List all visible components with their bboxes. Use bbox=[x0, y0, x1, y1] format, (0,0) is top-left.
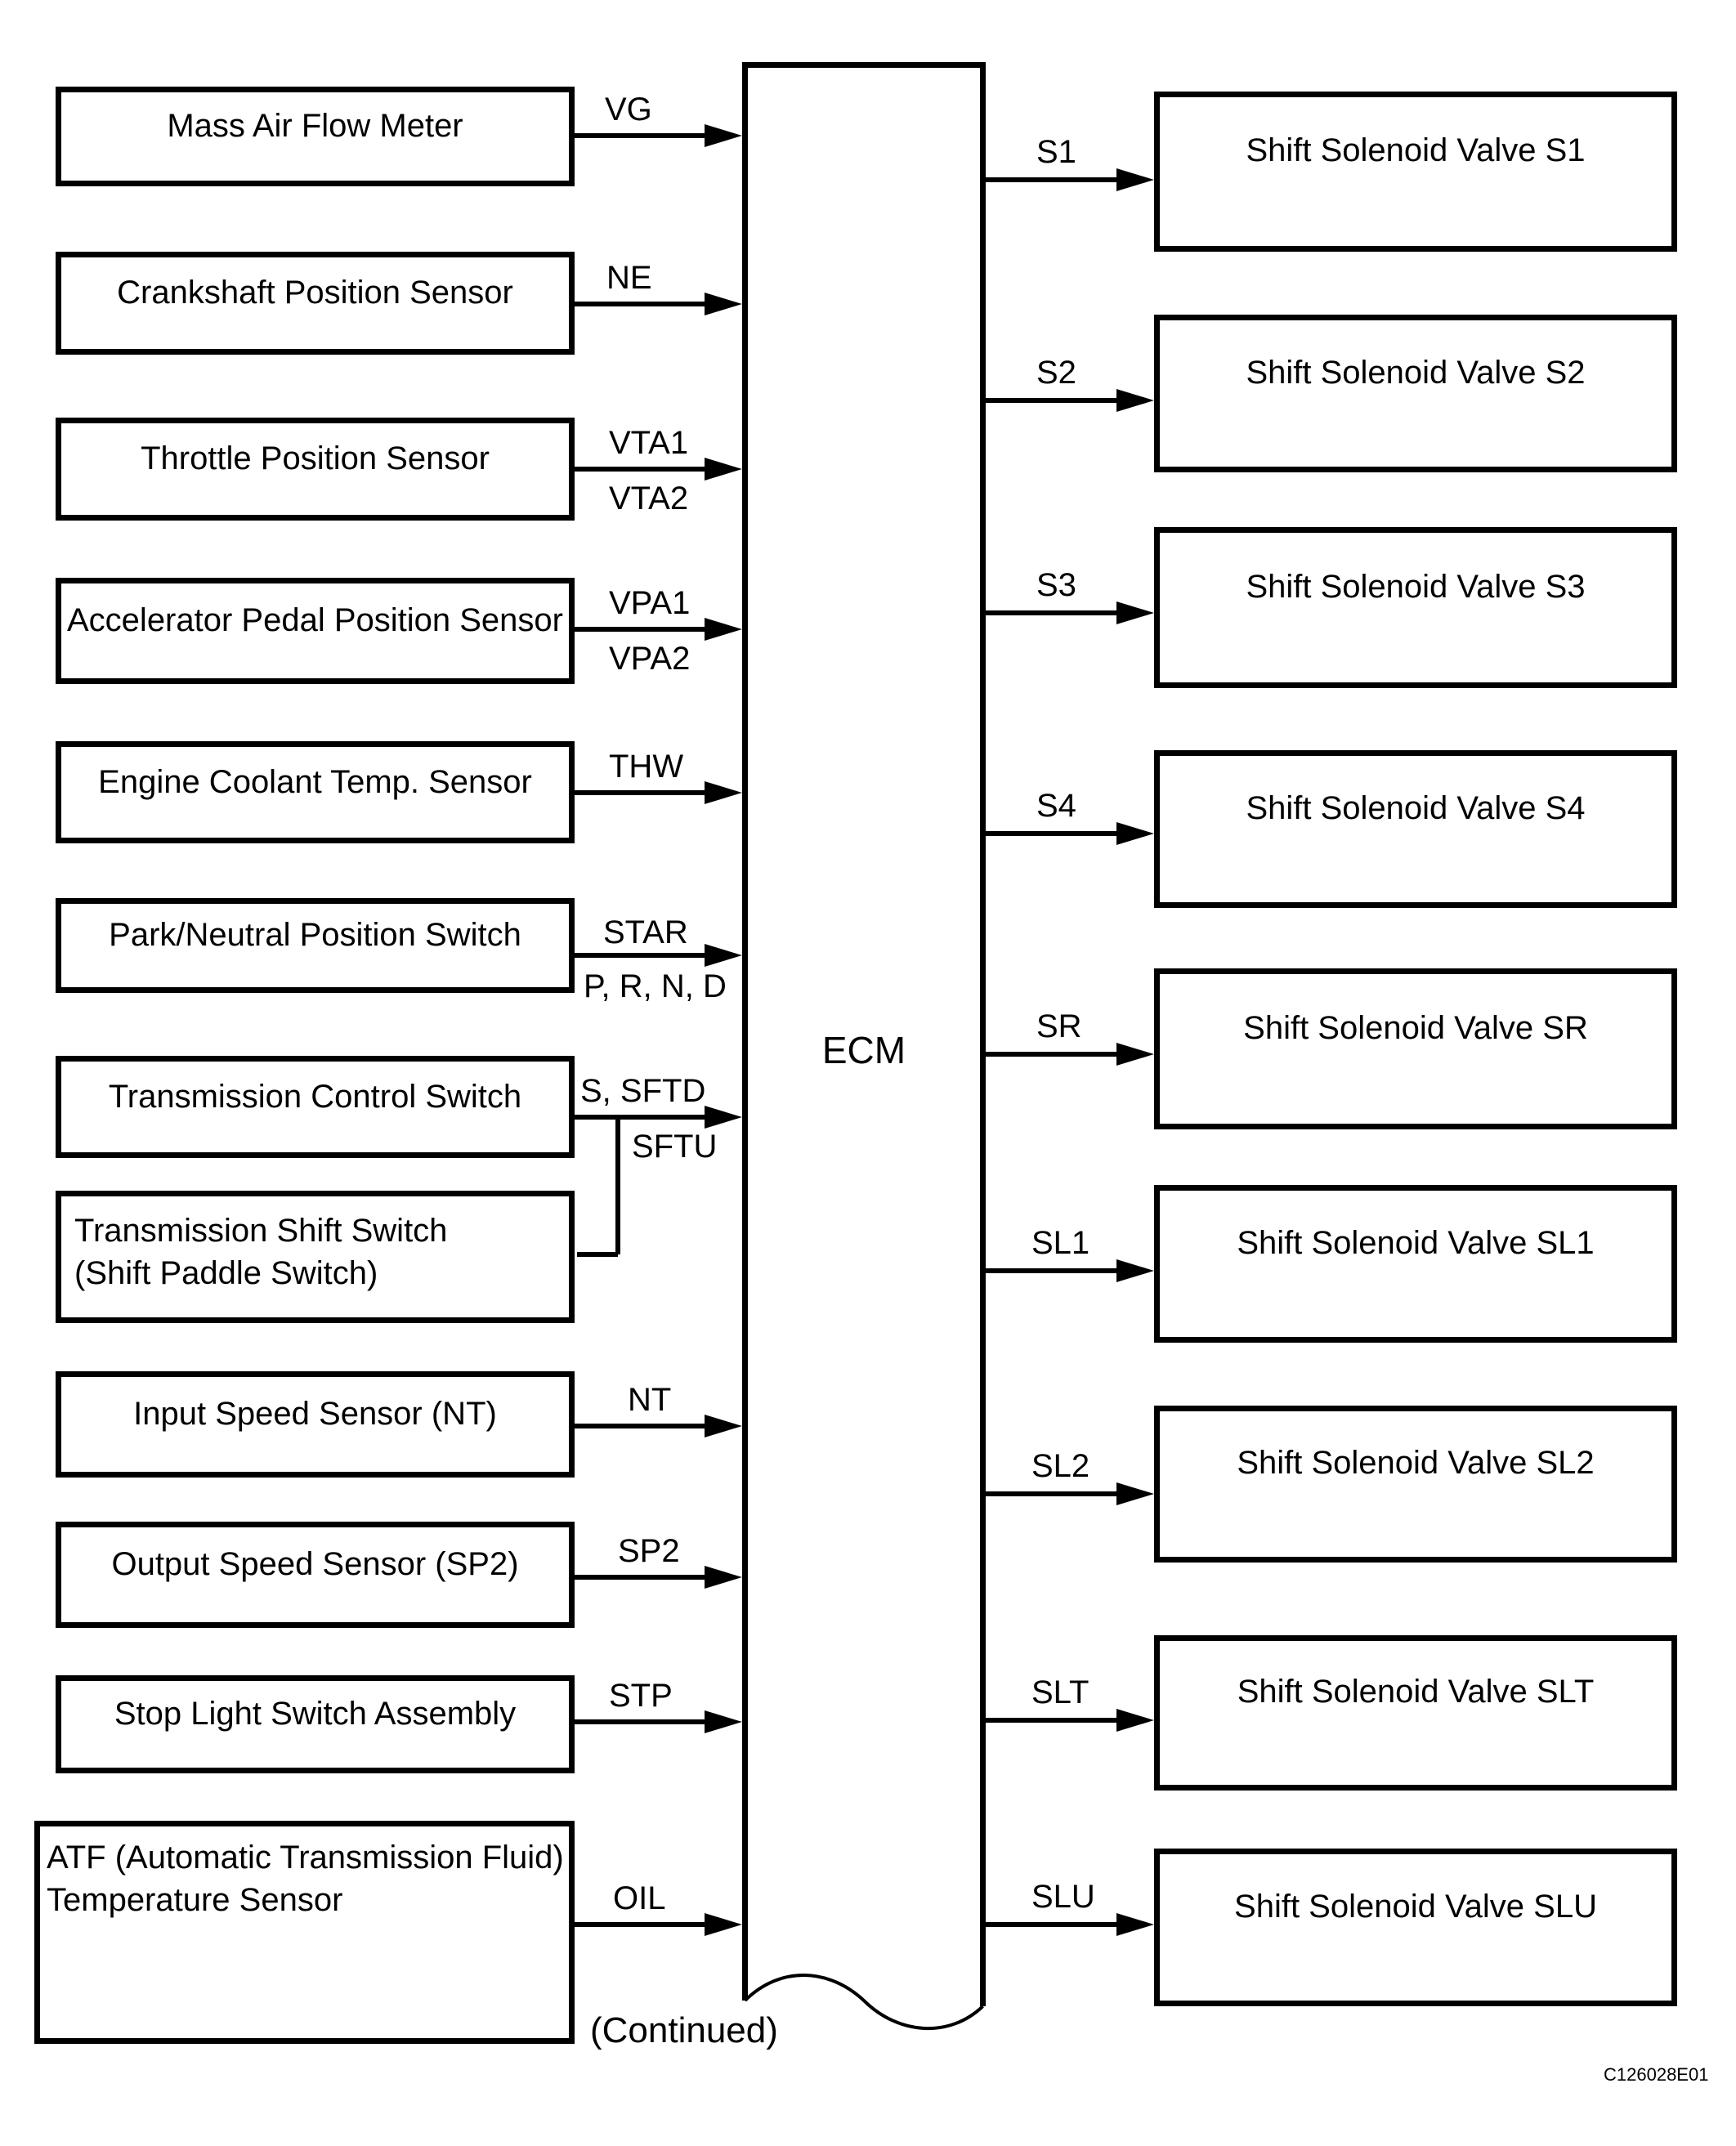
signal-label-s1: S1 bbox=[1036, 134, 1076, 170]
box-label-line1: Transmission Shift Switch bbox=[74, 1213, 448, 1249]
signal-label-nt: NT bbox=[628, 1382, 672, 1418]
signal-label-sftu: SFTU bbox=[632, 1129, 718, 1165]
output-box-sl1: Shift Solenoid Valve SL1 bbox=[1154, 1185, 1677, 1343]
wire-thw bbox=[575, 781, 742, 804]
input-box-engine-coolant-temp-sensor: Engine Coolant Temp. Sensor bbox=[56, 741, 575, 843]
input-box-input-speed-sensor: Input Speed Sensor (NT) bbox=[56, 1371, 575, 1478]
input-box-stop-light-switch-assembly: Stop Light Switch Assembly bbox=[56, 1675, 575, 1773]
input-box-output-speed-sensor: Output Speed Sensor (SP2) bbox=[56, 1522, 575, 1628]
box-label-line1: ATF (Automatic Transmission Fluid) bbox=[47, 1840, 564, 1876]
wire-nt bbox=[575, 1415, 742, 1437]
wire-s-sftd bbox=[575, 1106, 742, 1129]
output-box-slu: Shift Solenoid Valve SLU bbox=[1154, 1849, 1677, 2006]
output-box-sr: Shift Solenoid Valve SR bbox=[1154, 968, 1677, 1129]
signal-label-vg: VG bbox=[605, 92, 652, 127]
output-box-slt: Shift Solenoid Valve SLT bbox=[1154, 1635, 1677, 1791]
input-box-throttle-position-sensor: Throttle Position Sensor bbox=[56, 418, 575, 521]
box-label-line2: Temperature Sensor bbox=[47, 1882, 343, 1918]
wire-stp bbox=[575, 1710, 742, 1733]
signal-label-vta2: VTA2 bbox=[609, 481, 689, 516]
wire-slu bbox=[986, 1913, 1154, 1936]
figure-code: C126028E01 bbox=[1604, 2064, 1709, 2085]
signal-label-stp: STP bbox=[609, 1678, 673, 1714]
signal-label-s2: S2 bbox=[1036, 355, 1076, 391]
wire-star bbox=[575, 944, 742, 967]
input-box-mass-air-flow-meter: Mass Air Flow Meter bbox=[56, 87, 575, 186]
output-box-sl2: Shift Solenoid Valve SL2 bbox=[1154, 1406, 1677, 1563]
signal-label-sl1: SL1 bbox=[1031, 1225, 1090, 1261]
wire-sl1 bbox=[986, 1259, 1154, 1282]
input-box-park-neutral-position-switch: Park/Neutral Position Switch bbox=[56, 898, 575, 993]
input-box-atf-temperature-sensor: ATF (Automatic Transmission Fluid) Tempe… bbox=[34, 1821, 575, 2044]
wire-oil bbox=[575, 1913, 742, 1936]
signal-label-sl2: SL2 bbox=[1031, 1448, 1090, 1484]
input-box-transmission-control-switch: Transmission Control Switch bbox=[56, 1056, 575, 1158]
signal-label-prnd: P, R, N, D bbox=[584, 968, 727, 1004]
output-box-s3: Shift Solenoid Valve S3 bbox=[1154, 527, 1677, 688]
wire-s3 bbox=[986, 601, 1154, 624]
input-box-transmission-shift-switch: Transmission Shift Switch (Shift Paddle … bbox=[56, 1191, 575, 1323]
signal-label-oil: OIL bbox=[613, 1880, 666, 1916]
wire-sr bbox=[986, 1043, 1154, 1066]
ecm-outline bbox=[742, 62, 986, 2030]
signal-label-ne: NE bbox=[606, 260, 652, 296]
ecm-label: ECM bbox=[821, 1029, 906, 1071]
wire-vg bbox=[575, 124, 742, 147]
signal-label-slu: SLU bbox=[1031, 1879, 1095, 1915]
box-label-line2: (Shift Paddle Switch) bbox=[74, 1255, 378, 1291]
signal-label-s3: S3 bbox=[1036, 567, 1076, 603]
signal-label-vpa1: VPA1 bbox=[609, 585, 691, 621]
signal-label-vta1: VTA1 bbox=[609, 425, 689, 461]
signal-label-vpa2: VPA2 bbox=[609, 641, 691, 677]
ecm-break-wave bbox=[744, 1974, 984, 2030]
continued-note: (Continued) bbox=[590, 2010, 778, 2050]
signal-label-sp2: SP2 bbox=[618, 1533, 680, 1569]
output-box-s4: Shift Solenoid Valve S4 bbox=[1154, 750, 1677, 908]
input-box-accelerator-pedal-position-sensor: Accelerator Pedal Position Sensor bbox=[56, 578, 575, 684]
output-box-s1: Shift Solenoid Valve S1 bbox=[1154, 92, 1677, 252]
input-box-crankshaft-position-sensor: Crankshaft Position Sensor bbox=[56, 252, 575, 355]
signal-label-star: STAR bbox=[603, 914, 688, 950]
wire-vpa bbox=[575, 618, 742, 641]
wire-sp2 bbox=[575, 1566, 742, 1589]
signal-label-s4: S4 bbox=[1036, 788, 1076, 824]
wire-slt bbox=[986, 1709, 1154, 1732]
wire-ne bbox=[575, 293, 742, 315]
signal-label-s-sftd: S, SFTD bbox=[580, 1073, 706, 1109]
wire-sl2 bbox=[986, 1482, 1154, 1505]
wire-s2 bbox=[986, 389, 1154, 412]
signal-label-slt: SLT bbox=[1031, 1674, 1089, 1710]
wire-s4 bbox=[986, 822, 1154, 845]
wire-sftu-junction bbox=[577, 1117, 620, 1257]
signal-label-thw: THW bbox=[609, 749, 684, 785]
signal-label-sr: SR bbox=[1036, 1008, 1082, 1044]
wire-vta bbox=[575, 458, 742, 481]
wire-s1 bbox=[986, 168, 1154, 191]
output-box-s2: Shift Solenoid Valve S2 bbox=[1154, 315, 1677, 472]
